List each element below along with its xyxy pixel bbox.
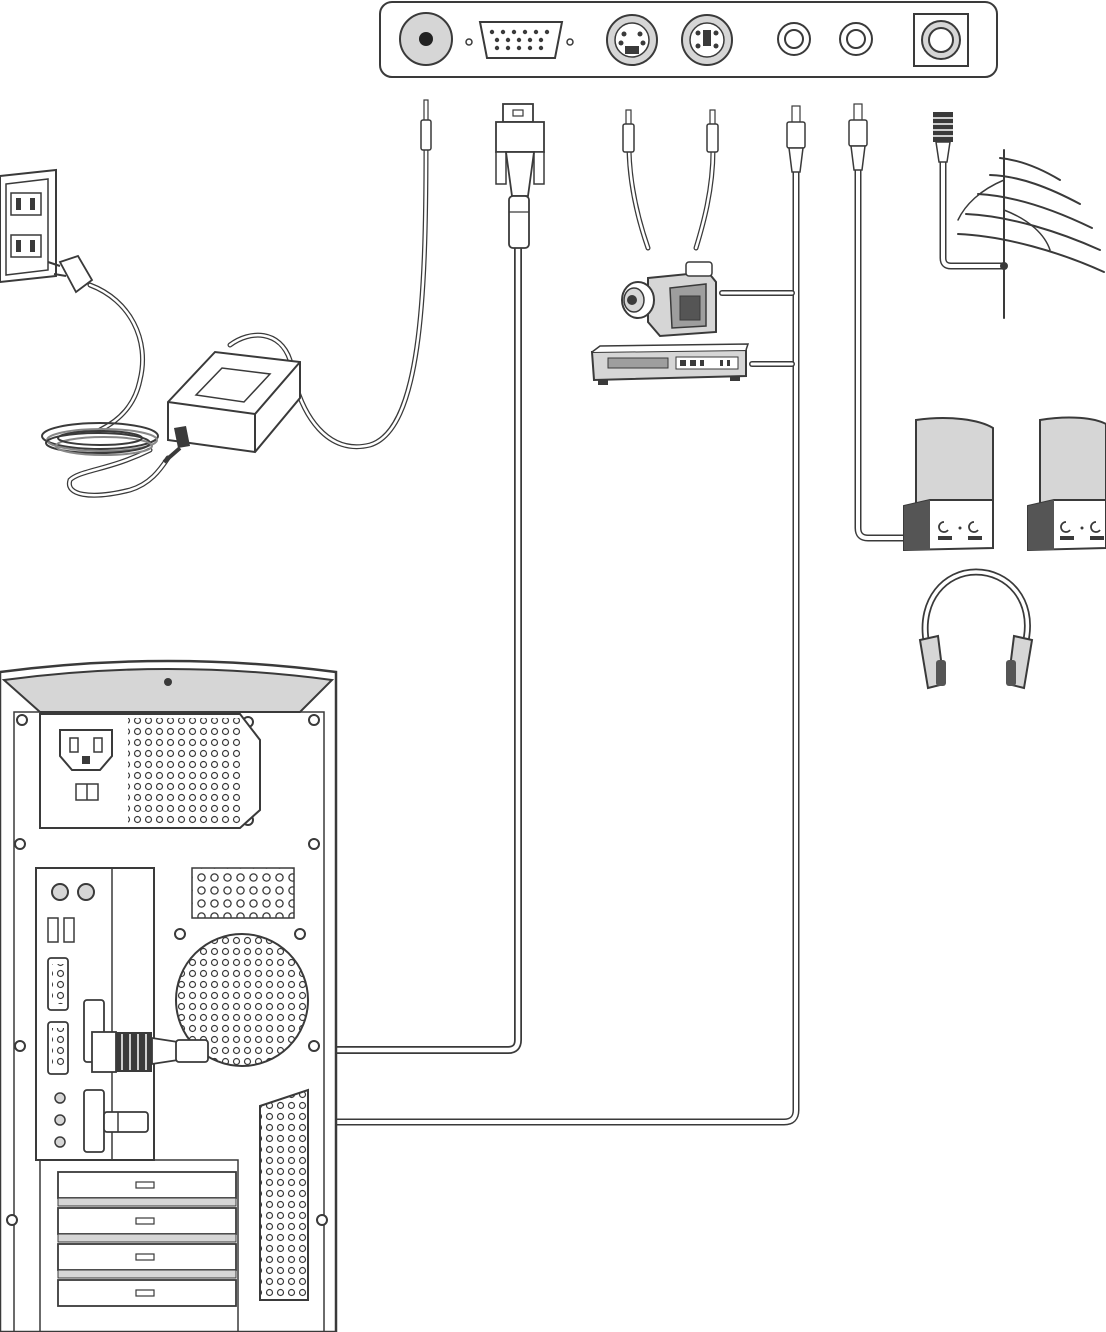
pc-av-plug: [104, 1112, 148, 1132]
side-vent: [260, 1090, 308, 1300]
audio-out-cable: [858, 168, 906, 538]
dc-plug: [421, 100, 431, 150]
headphones-icon: [920, 572, 1032, 688]
coax-port-icon: [914, 14, 968, 66]
antenna-icon: [958, 150, 1104, 318]
tv-box-rear-panel: [380, 2, 997, 77]
rca-jack-icon: [840, 23, 872, 55]
expansion-slots: [40, 1160, 238, 1332]
vcr-icon: [592, 344, 748, 385]
mini-din-icon: [607, 15, 657, 65]
power-adapter-icon: [164, 352, 300, 462]
speaker-icon: [904, 418, 993, 550]
dc-jack-icon: [400, 13, 452, 65]
vga-plug: [496, 104, 544, 248]
audio-plug: [849, 104, 867, 170]
mini-din-icon: [682, 15, 732, 65]
s-video-plugs: [623, 110, 718, 152]
speaker-icon: [1028, 417, 1106, 550]
power-cord: [69, 285, 168, 495]
pc-tower-icon: [0, 661, 336, 1332]
rca-jack-icon: [778, 23, 810, 55]
wall-outlet-icon: [0, 170, 56, 282]
camcorder-icon: [622, 262, 716, 336]
coax-plug: [933, 112, 953, 162]
av-plug: [787, 106, 805, 172]
power-supply: [40, 714, 260, 828]
s-video-leads: [629, 150, 713, 248]
